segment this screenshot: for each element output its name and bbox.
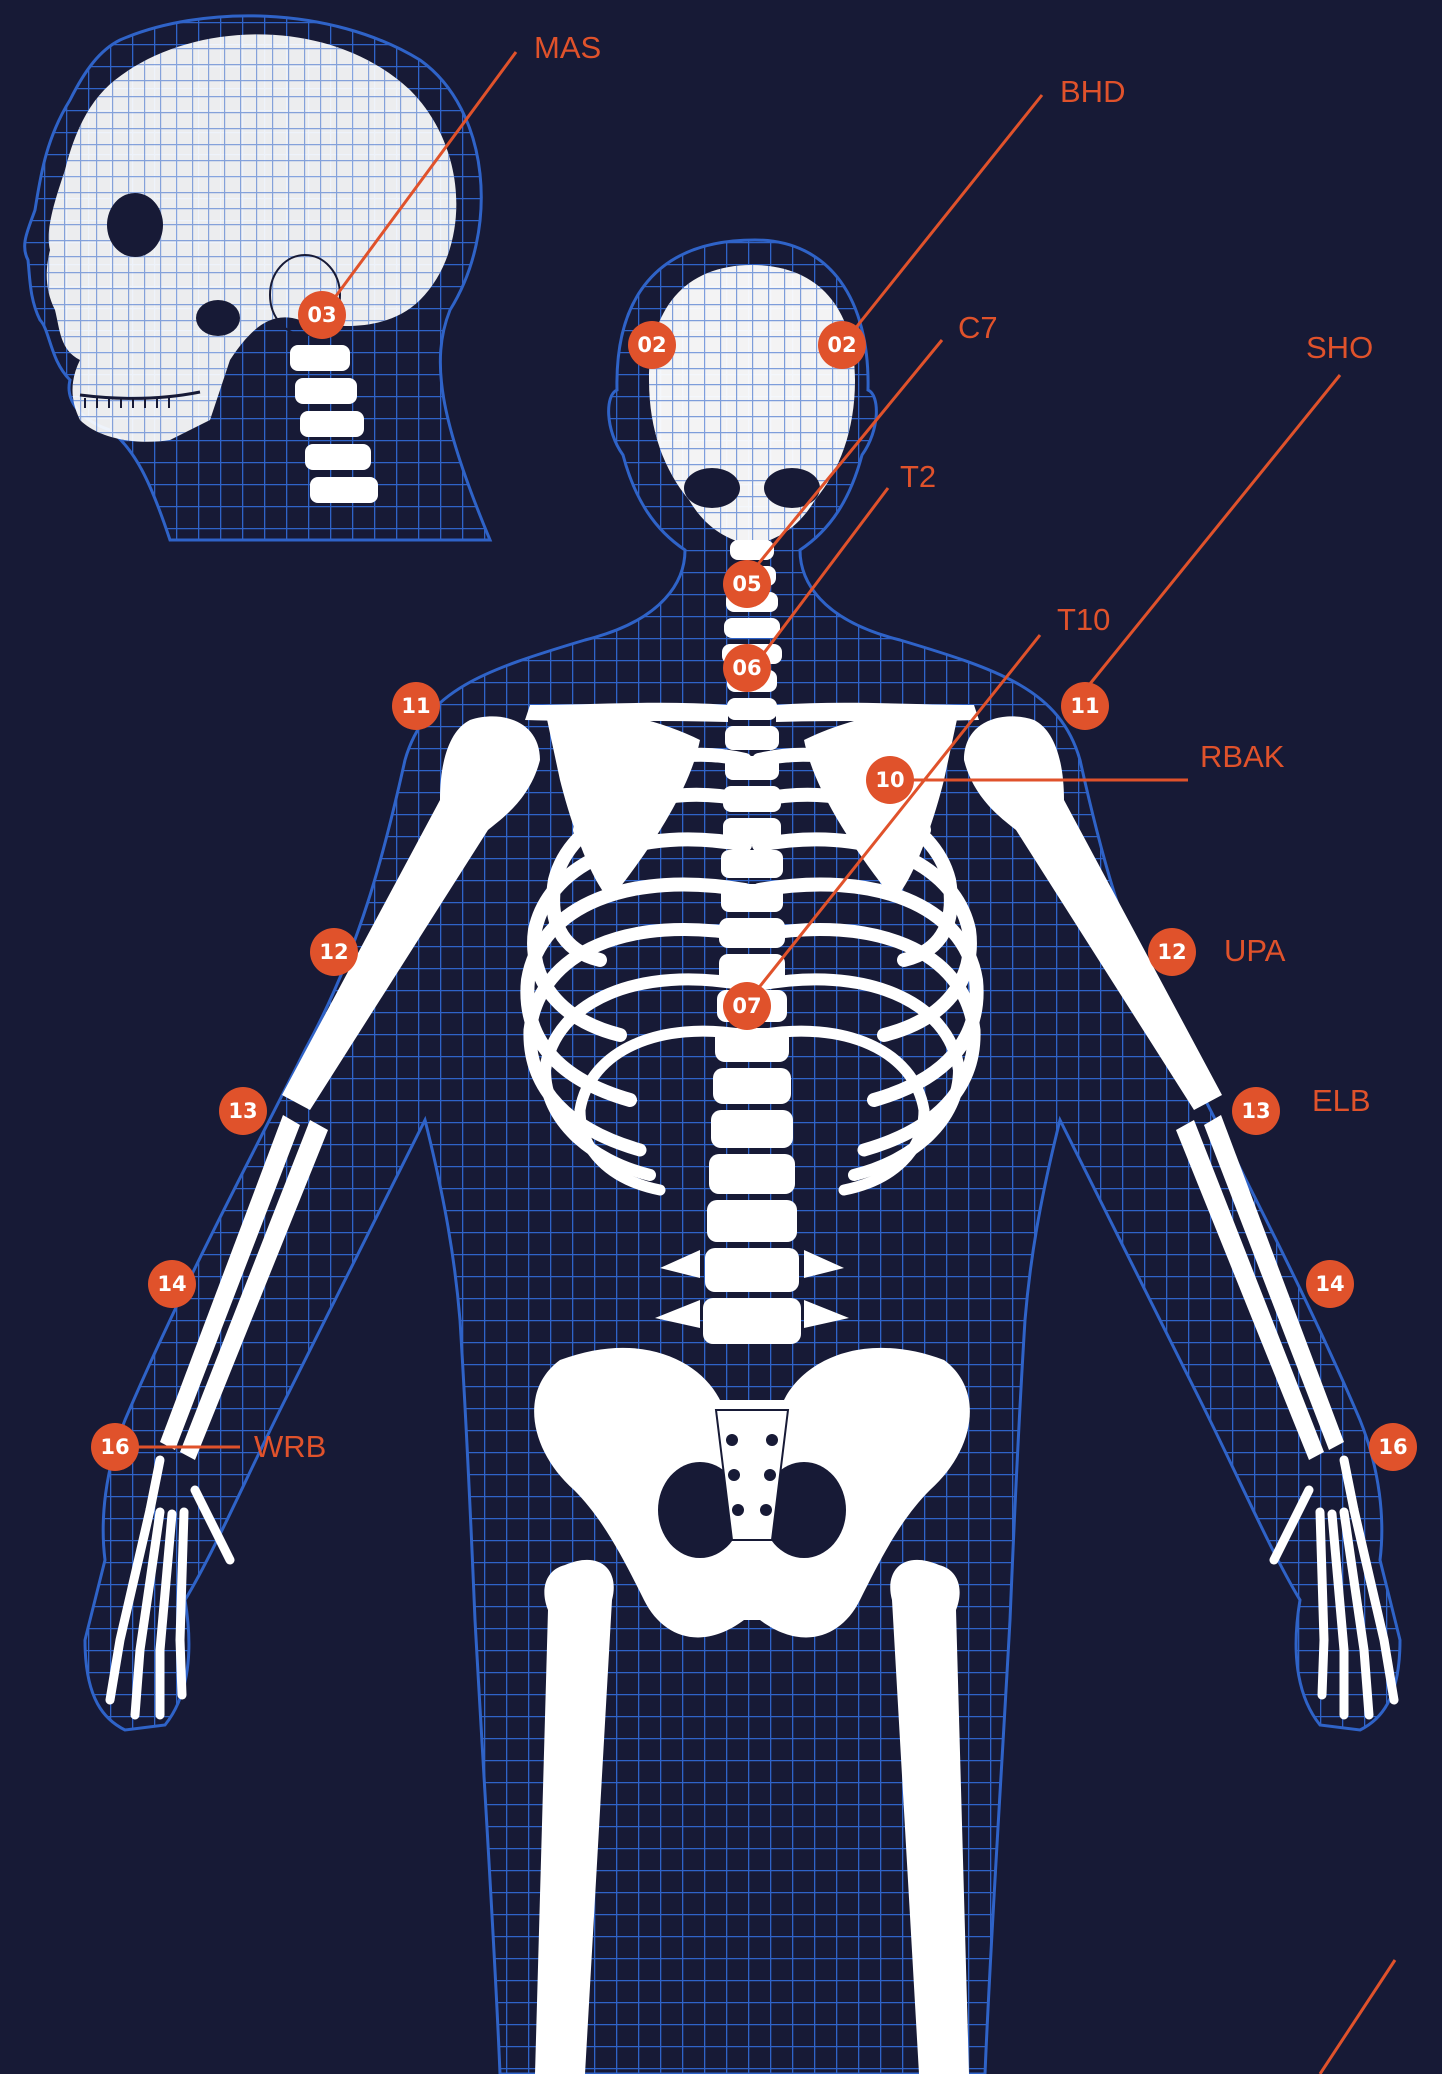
marker-sho-right[interactable]: 11	[1061, 682, 1109, 730]
marker-t10[interactable]: 07	[723, 982, 771, 1030]
label-bhd: BHD	[1060, 74, 1125, 109]
marker-elb-left[interactable]: 13	[219, 1087, 267, 1135]
marker-c7[interactable]: 05	[723, 560, 771, 608]
marker-mas[interactable]: 03	[298, 291, 346, 339]
svg-text:03: 03	[307, 303, 336, 327]
svg-text:07: 07	[732, 994, 761, 1018]
label-mas: MAS	[534, 30, 601, 65]
marker-wrb-left[interactable]: 16	[91, 1423, 139, 1471]
marker-elb-right[interactable]: 13	[1232, 1087, 1280, 1135]
svg-text:14: 14	[1315, 1272, 1344, 1296]
marker-frm-left[interactable]: 14	[148, 1260, 196, 1308]
svg-text:12: 12	[1157, 940, 1186, 964]
marker-frm-right[interactable]: 14	[1306, 1260, 1354, 1308]
marker-bhd-right[interactable]: 02	[818, 321, 866, 369]
marker-wrb-right[interactable]: 16	[1369, 1423, 1417, 1471]
marker-t2[interactable]: 06	[723, 644, 771, 692]
svg-text:13: 13	[1241, 1099, 1270, 1123]
eye-socket-left	[684, 468, 740, 508]
svg-text:02: 02	[827, 333, 856, 357]
label-t2: T2	[900, 459, 936, 494]
svg-text:16: 16	[1378, 1435, 1407, 1459]
svg-text:16: 16	[100, 1435, 129, 1459]
label-elb: ELB	[1312, 1083, 1371, 1118]
svg-text:11: 11	[1070, 694, 1099, 718]
svg-text:05: 05	[732, 572, 761, 596]
eye-socket-right	[764, 468, 820, 508]
svg-text:10: 10	[875, 768, 904, 792]
label-c7: C7	[958, 310, 998, 345]
nasal-cavity	[196, 300, 240, 336]
svg-text:11: 11	[401, 694, 430, 718]
marker-upa-left[interactable]: 12	[310, 928, 358, 976]
label-rbak: RBAK	[1200, 739, 1285, 774]
marker-sho-left[interactable]: 11	[392, 682, 440, 730]
eye-socket	[107, 193, 163, 257]
svg-text:02: 02	[637, 333, 666, 357]
marker-upa-right[interactable]: 12	[1148, 928, 1196, 976]
label-upa: UPA	[1224, 933, 1286, 968]
svg-text:06: 06	[732, 656, 761, 680]
label-sho: SHO	[1306, 330, 1373, 365]
marker-rbak[interactable]: 10	[866, 756, 914, 804]
side-head-inset	[25, 16, 490, 540]
svg-text:13: 13	[228, 1099, 257, 1123]
label-wrb: WRB	[254, 1429, 326, 1464]
svg-text:12: 12	[319, 940, 348, 964]
label-t10: T10	[1057, 602, 1110, 637]
svg-text:14: 14	[157, 1272, 186, 1296]
marker-bhd-left[interactable]: 02	[628, 321, 676, 369]
